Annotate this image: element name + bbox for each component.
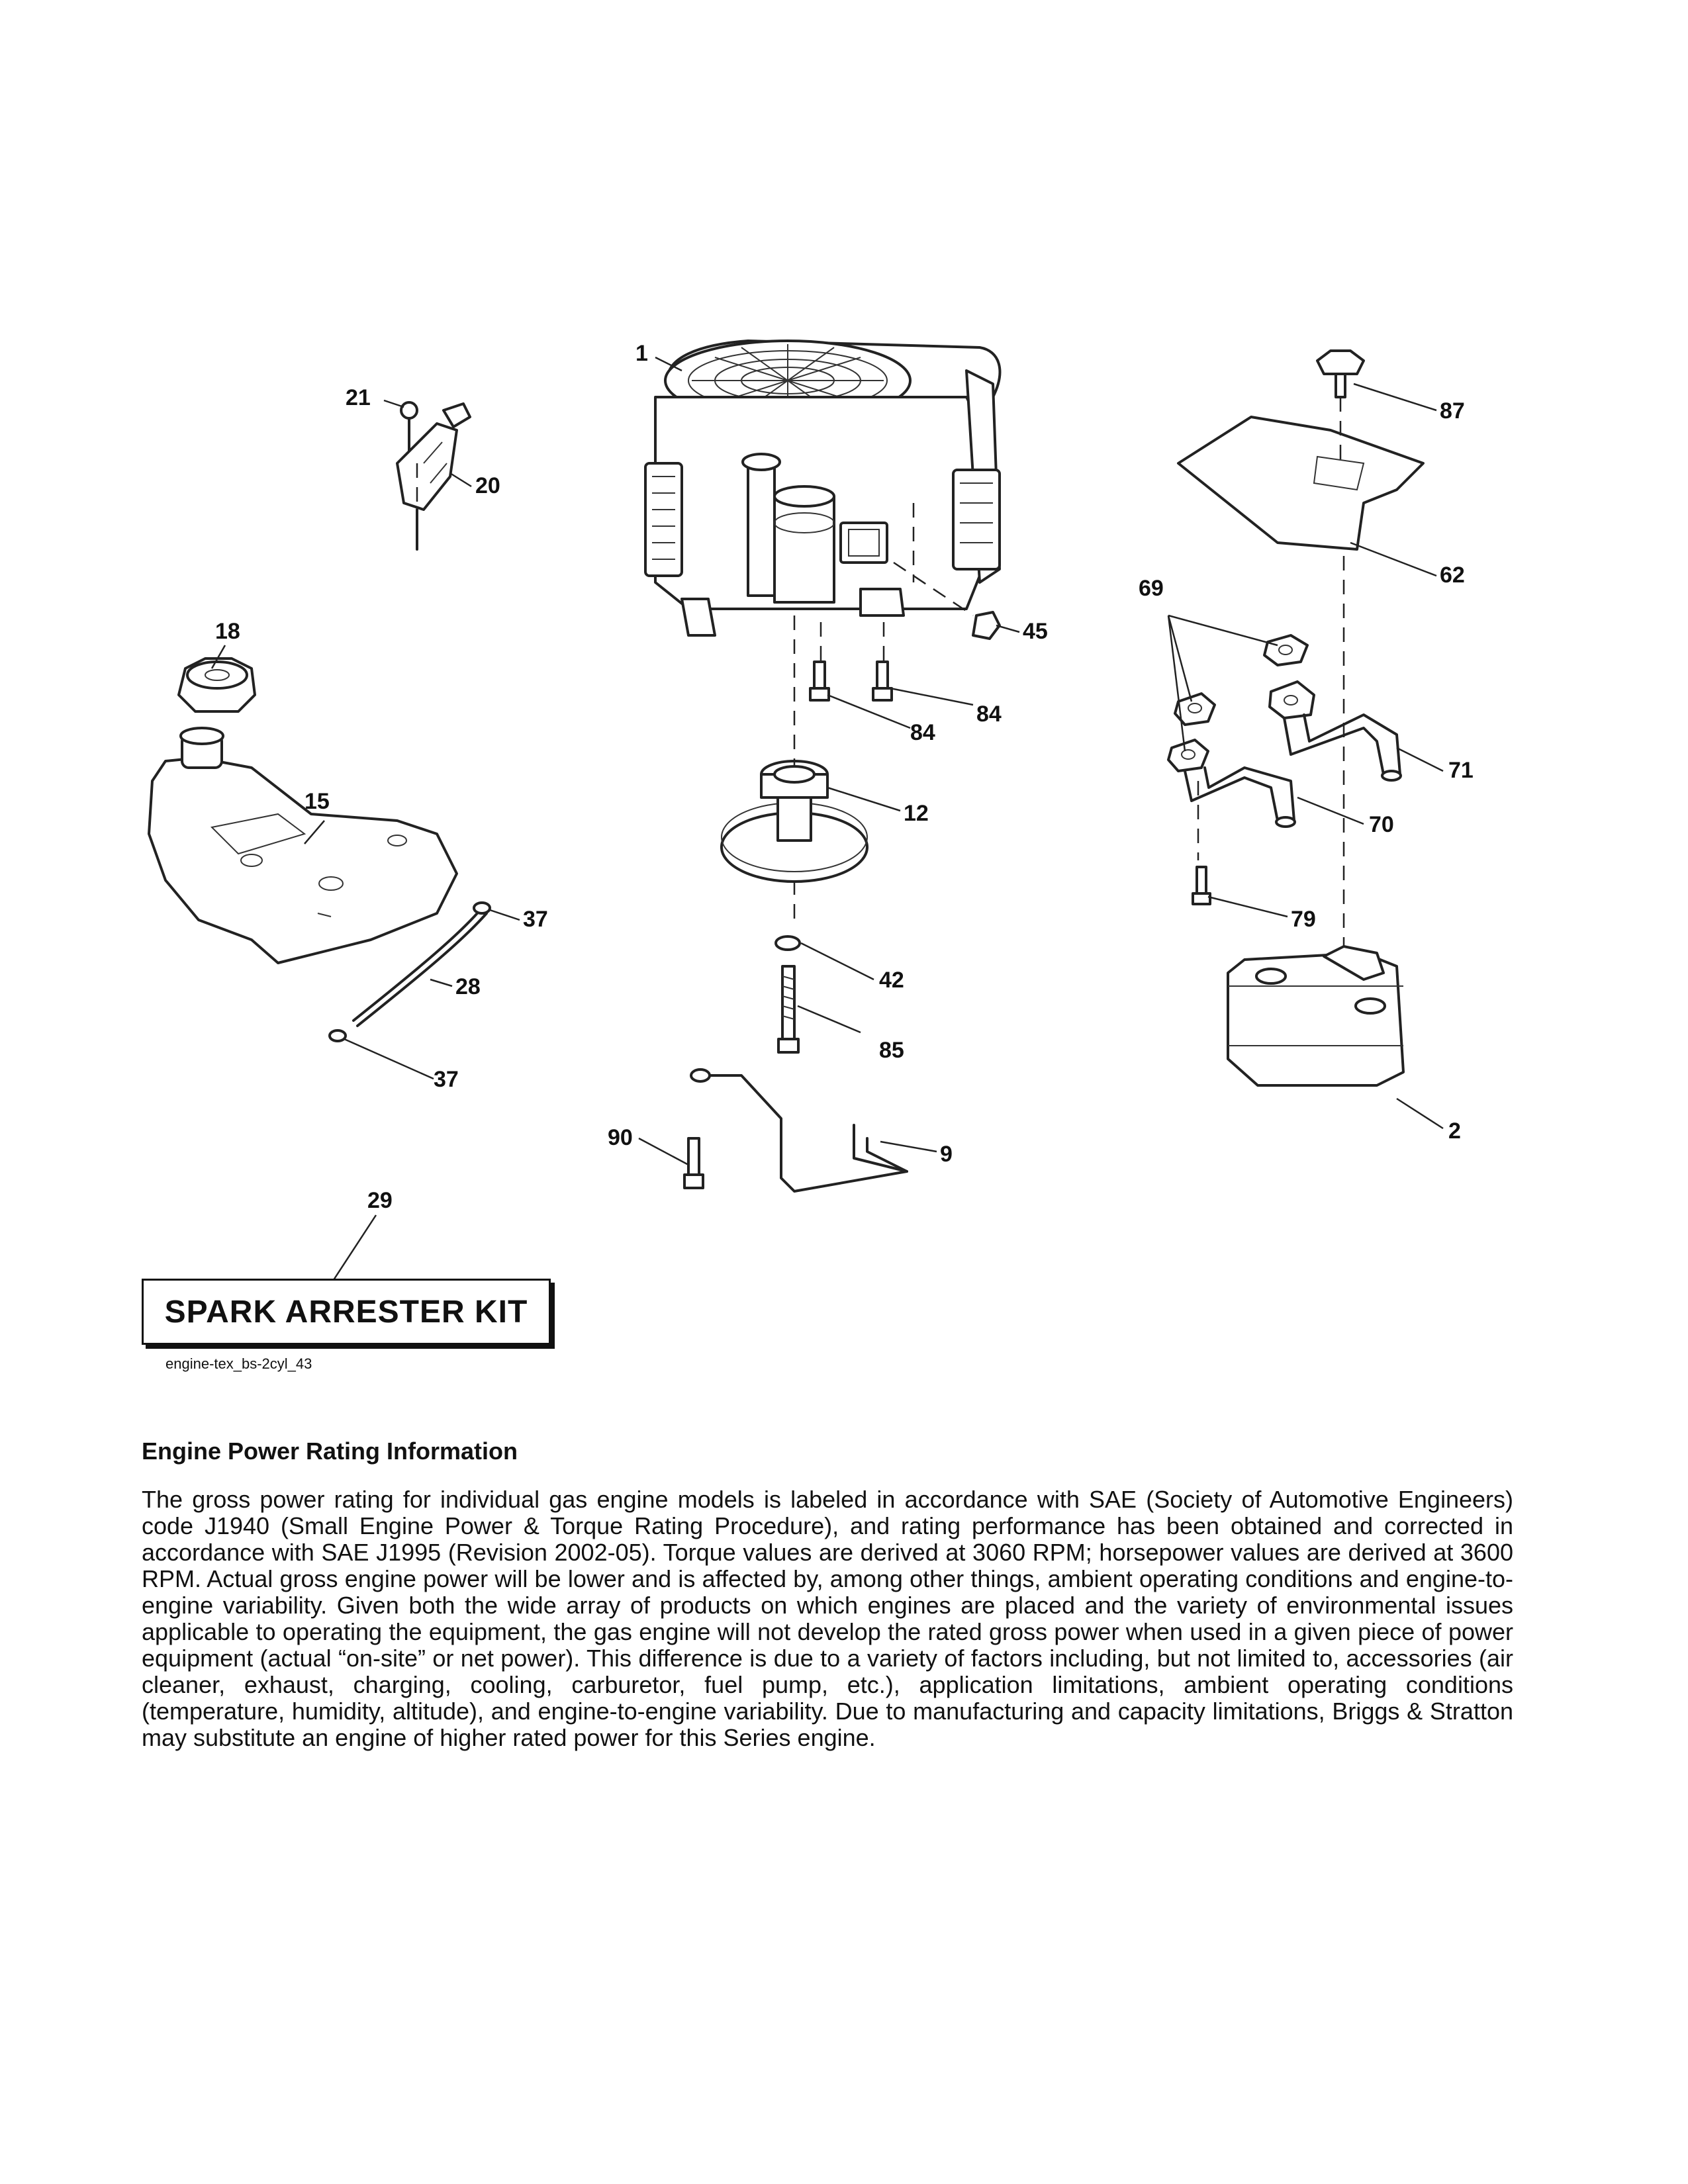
- fasteners-engine-drawing: [809, 611, 1001, 702]
- muffler-drawing: [1227, 945, 1405, 1087]
- exhaust-drawing: [1167, 634, 1402, 905]
- callout-84-left: 84: [910, 720, 935, 745]
- callout-37-bottom: 37: [434, 1067, 459, 1092]
- callout-62: 62: [1440, 563, 1465, 588]
- callout-labels: 1 2 9 12 15 18 20 21 28 29 37 37 42 45 6…: [215, 341, 1474, 1213]
- callout-84-right: 84: [976, 702, 1002, 727]
- callout-71: 71: [1448, 758, 1474, 783]
- fuel-line-drawing: [328, 901, 491, 1042]
- throttle-control-drawing: [396, 401, 471, 551]
- fuel-tank-drawing: [148, 727, 458, 964]
- callout-69: 69: [1139, 576, 1164, 601]
- callout-90: 90: [608, 1125, 633, 1150]
- callout-79: 79: [1291, 907, 1316, 932]
- callout-1: 1: [635, 341, 648, 366]
- callout-15: 15: [305, 789, 330, 814]
- bracket-rod-drawing: [683, 1068, 908, 1193]
- alignment-lines: [416, 397, 1345, 946]
- callout-87: 87: [1440, 398, 1465, 424]
- callout-85: 85: [879, 1038, 904, 1063]
- heat-shield-drawing: [1177, 349, 1425, 551]
- callout-9: 9: [940, 1142, 953, 1167]
- exploded-parts-diagram: 1 2 9 12 15 18 20 21 28 29 37 37 42 45 6…: [148, 340, 1474, 1285]
- callout-12: 12: [904, 801, 929, 826]
- figure-id: engine-tex_bs-2cyl_43: [165, 1355, 312, 1372]
- washer-bolt-drawing: [774, 935, 801, 1054]
- fuel-cap-drawing: [177, 657, 256, 713]
- callout-70: 70: [1369, 812, 1394, 837]
- callout-28: 28: [455, 974, 481, 999]
- callout-45: 45: [1023, 619, 1048, 644]
- callout-21: 21: [346, 385, 371, 410]
- spark-arrester-kit-label: SPARK ARRESTER KIT: [142, 1279, 551, 1345]
- callout-42: 42: [879, 968, 904, 993]
- pulley-drawing: [720, 760, 868, 883]
- engine-drawing: [644, 340, 1002, 637]
- callout-2: 2: [1448, 1118, 1461, 1144]
- callout-29: 29: [367, 1188, 393, 1213]
- section-heading: Engine Power Rating Information: [142, 1437, 518, 1465]
- engine-rating-paragraph: The gross power rating for individual ga…: [142, 1486, 1513, 1751]
- leader-lines: [211, 356, 1444, 1285]
- callout-37-top: 37: [523, 907, 548, 932]
- callout-20: 20: [475, 473, 500, 498]
- callout-18: 18: [215, 619, 240, 644]
